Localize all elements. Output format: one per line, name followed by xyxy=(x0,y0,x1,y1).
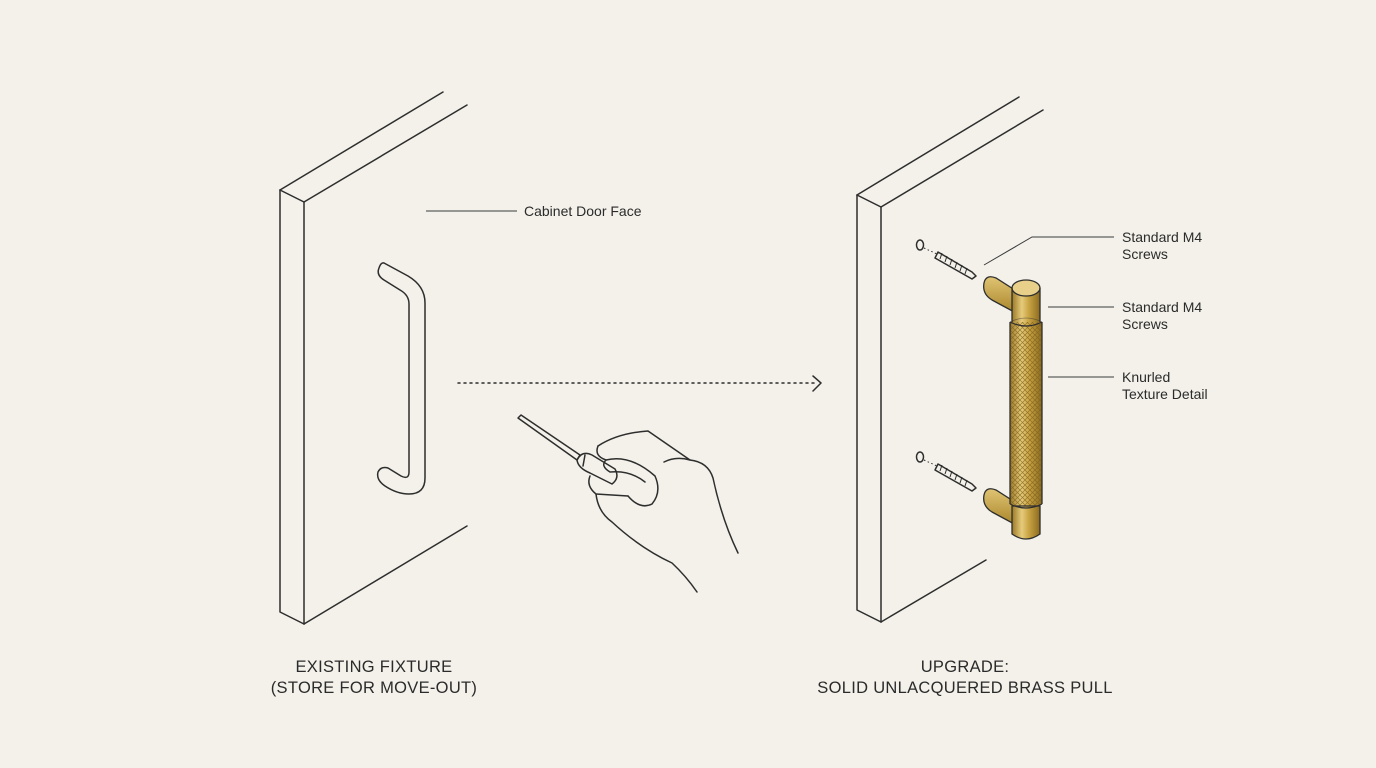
label-cabinet-door-face: Cabinet Door Face xyxy=(524,203,642,219)
bottom-screw-icon xyxy=(915,451,977,492)
existing-cabinet-door xyxy=(279,91,468,625)
screwdriver-hand-icon xyxy=(517,414,739,593)
caption-upgrade-line1: UPGRADE: xyxy=(921,658,1010,676)
label-screws-mid-line2: Screws xyxy=(1122,316,1168,332)
caption-upgrade-line2: SOLID UNLACQUERED BRASS PULL xyxy=(817,679,1112,697)
brass-pull-handle xyxy=(983,276,1043,540)
callout-leaders xyxy=(983,236,1114,378)
transition-arrow xyxy=(457,375,822,392)
label-knurled-line2: Texture Detail xyxy=(1122,386,1208,402)
caption-existing-line1: EXISTING FIXTURE xyxy=(296,658,453,676)
caption-existing-line2: (STORE FOR MOVE-OUT) xyxy=(271,679,477,697)
label-knurled-line1: Knurled xyxy=(1122,369,1170,385)
existing-handle xyxy=(376,262,426,495)
upgraded-cabinet-door xyxy=(856,96,1044,623)
top-screw-icon xyxy=(915,239,977,280)
label-screws-top-line1: Standard M4 xyxy=(1122,229,1202,245)
label-screws-top-line2: Screws xyxy=(1122,246,1168,262)
label-screws-mid-line1: Standard M4 xyxy=(1122,299,1202,315)
